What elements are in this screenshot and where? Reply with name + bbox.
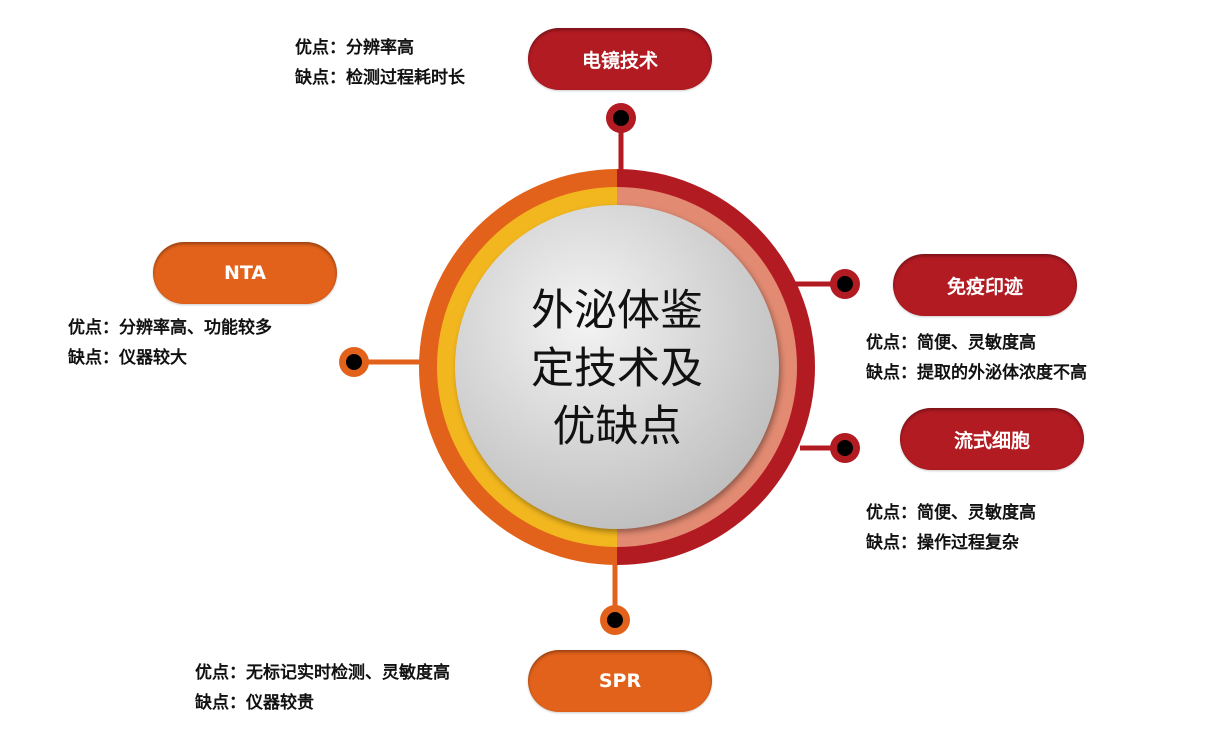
dot-nta xyxy=(339,347,369,377)
pros-text: 优点：简便、灵敏度高 xyxy=(866,503,1036,523)
cons-text: 缺点：仪器较贵 xyxy=(195,693,314,713)
title-line: 优缺点 xyxy=(552,402,682,452)
center-title: 外泌体鉴 定技术及 优缺点 xyxy=(487,282,747,456)
pros-text: 优点：简便、灵敏度高 xyxy=(866,333,1036,353)
cons-text: 缺点：仪器较大 xyxy=(68,348,187,368)
node-western-desc: 优点：简便、灵敏度高 缺点：提取的外泌体浓度不高 xyxy=(866,328,1087,388)
dot-flow xyxy=(830,433,860,463)
node-em-pill: 电镜技术 xyxy=(528,28,712,90)
cons-text: 缺点：检测过程耗时长 xyxy=(295,68,465,88)
node-spr-pill: SPR xyxy=(528,650,712,712)
center-disc xyxy=(455,205,779,529)
cons-text: 缺点：操作过程复杂 xyxy=(866,533,1019,553)
dot-western xyxy=(830,269,860,299)
cons-text: 缺点：提取的外泌体浓度不高 xyxy=(866,363,1087,383)
dot-top xyxy=(606,103,636,133)
pros-text: 优点：分辨率高 xyxy=(295,38,414,58)
node-em-desc: 优点：分辨率高 缺点：检测过程耗时长 xyxy=(295,33,465,93)
pros-text: 优点：无标记实时检测、灵敏度高 xyxy=(195,663,450,683)
pros-text: 优点：分辨率高、功能较多 xyxy=(68,318,272,338)
node-nta-desc: 优点：分辨率高、功能较多 缺点：仪器较大 xyxy=(68,313,272,373)
node-flow-pill: 流式细胞 xyxy=(900,408,1084,470)
node-spr-desc: 优点：无标记实时检测、灵敏度高 缺点：仪器较贵 xyxy=(195,658,450,718)
node-flow-desc: 优点：简便、灵敏度高 缺点：操作过程复杂 xyxy=(866,498,1036,558)
node-western-pill: 免疫印迹 xyxy=(893,254,1077,316)
title-line: 定技术及 xyxy=(531,344,703,394)
dot-spr xyxy=(600,605,630,635)
node-nta-pill: NTA xyxy=(153,242,337,304)
title-line: 外泌体鉴 xyxy=(531,286,703,336)
